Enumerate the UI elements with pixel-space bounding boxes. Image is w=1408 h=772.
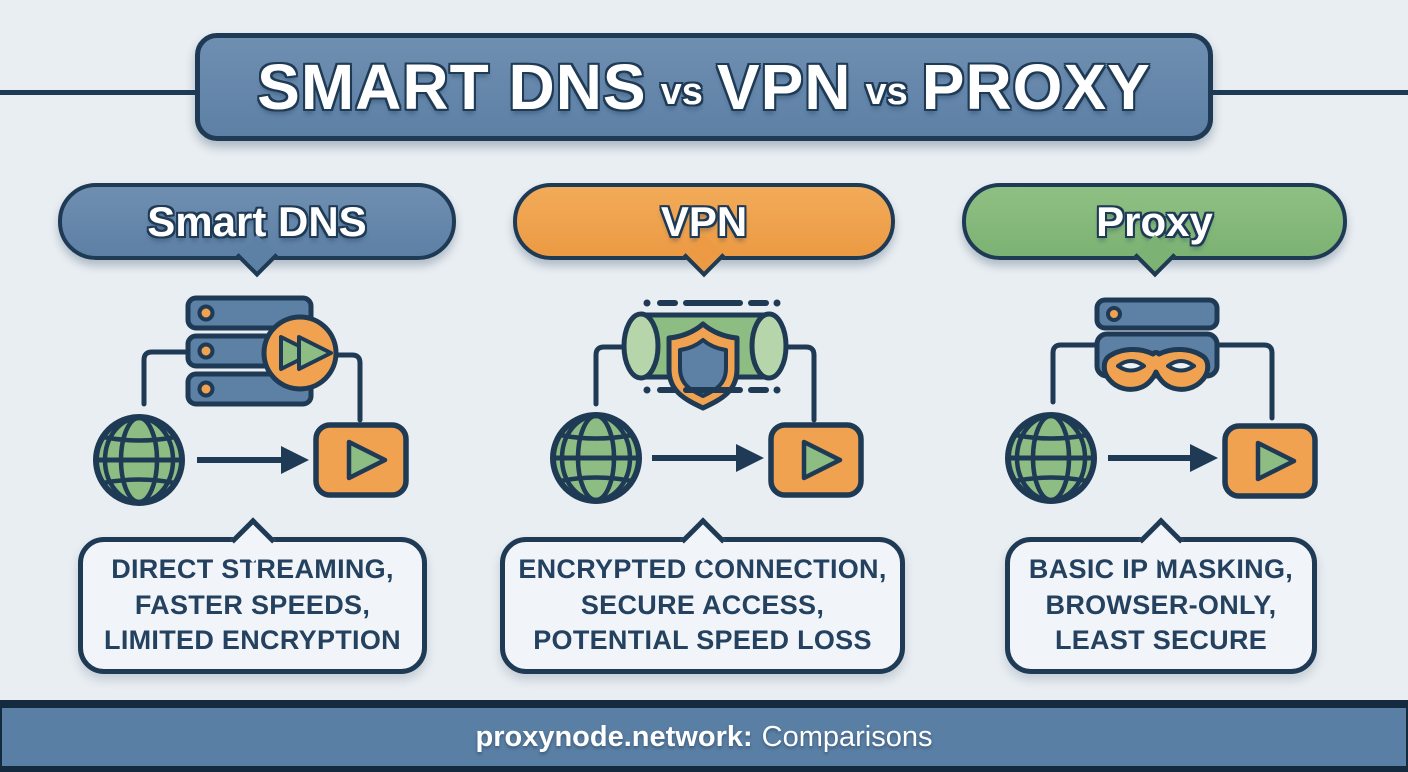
title-banner: SMART DNS vs VPN vs PROXY bbox=[195, 33, 1213, 141]
description-line: POTENTIAL SPEED LOSS bbox=[533, 625, 872, 656]
play-button-icon bbox=[771, 425, 861, 495]
header-pill-proxy: Proxy bbox=[962, 183, 1347, 278]
globe-icon bbox=[553, 415, 639, 501]
description-line: LIMITED ENCRYPTION bbox=[104, 625, 401, 656]
header-pill-smart-dns: Smart DNS bbox=[58, 183, 456, 278]
mask-icon bbox=[1101, 347, 1211, 392]
connector-line bbox=[329, 352, 363, 423]
description-box-proxy: BASIC IP MASKING, BROWSER-ONLY, LEAST SE… bbox=[1005, 517, 1317, 674]
shield-icon bbox=[666, 321, 740, 411]
footer-label: Comparisons bbox=[761, 720, 933, 753]
globe-icon bbox=[96, 417, 182, 503]
description-line: LEAST SECURE bbox=[1054, 625, 1268, 656]
proxy-diagram bbox=[1008, 297, 1315, 501]
flow-arrow-icon bbox=[197, 446, 309, 474]
title-part-vs-1: vs bbox=[660, 70, 703, 113]
description-line: FASTER SPEEDS, bbox=[134, 589, 371, 620]
title-part-smart-dns: SMART DNS bbox=[257, 51, 647, 123]
title-part-proxy: PROXY bbox=[921, 51, 1151, 123]
flow-diagrams bbox=[0, 295, 1408, 517]
play-button-icon bbox=[316, 425, 406, 495]
flow-arrow-icon bbox=[1108, 444, 1218, 472]
connector-line bbox=[593, 344, 644, 407]
footer-brand: proxynode.network: bbox=[475, 720, 753, 753]
smart-dns-diagram bbox=[96, 295, 406, 503]
description-line: BROWSER-ONLY, bbox=[1045, 589, 1277, 620]
description-box-vpn: ENCRYPTED CONNECTION, SECURE ACCESS, POT… bbox=[500, 517, 905, 674]
header-pill-vpn: VPN bbox=[513, 183, 895, 278]
fast-forward-badge-icon bbox=[261, 314, 339, 392]
connector-line bbox=[1050, 342, 1099, 405]
title-part-vpn: VPN bbox=[716, 51, 852, 123]
globe-icon bbox=[1008, 415, 1094, 501]
vpn-diagram bbox=[553, 299, 861, 502]
dashed-line-top bbox=[643, 299, 781, 307]
title-part-vs-2: vs bbox=[865, 70, 908, 113]
connector-line bbox=[1215, 342, 1275, 421]
connector-line bbox=[141, 349, 189, 407]
description-line: SECURE ACCESS, bbox=[580, 589, 825, 620]
footer-bar: proxynode.network: Comparisons bbox=[0, 700, 1408, 772]
flow-arrow-icon bbox=[652, 444, 764, 472]
connector-line bbox=[766, 344, 817, 423]
description-box-smart-dns: DIRECT STREAMING, FASTER SPEEDS, LIMITED… bbox=[78, 517, 427, 674]
dashed-line-bottom bbox=[643, 386, 781, 394]
play-button-icon bbox=[1225, 426, 1315, 496]
